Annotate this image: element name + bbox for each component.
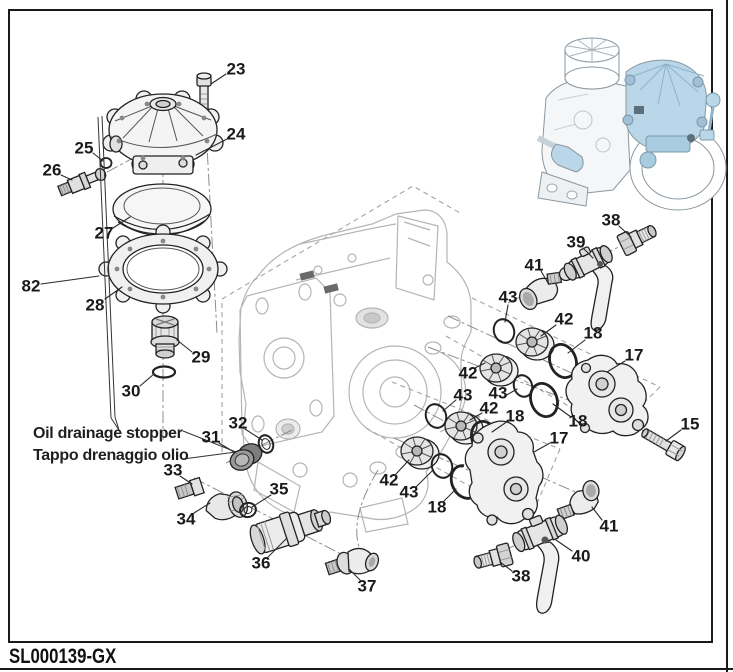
callout-17: 17 bbox=[625, 346, 644, 365]
leader-lines bbox=[40, 73, 682, 581]
part-elbow-34 bbox=[205, 491, 249, 521]
callout-31: 31 bbox=[202, 428, 221, 447]
part-plug-31 bbox=[229, 443, 263, 471]
callout-43: 43 bbox=[499, 288, 518, 307]
callout-23: 23 bbox=[227, 60, 246, 79]
callout-40: 40 bbox=[572, 547, 591, 566]
crankcase-ghost bbox=[238, 209, 472, 533]
callout-28: 28 bbox=[86, 296, 105, 315]
part-rod-82 bbox=[97, 115, 120, 431]
part-valve-cover-17-lower bbox=[464, 420, 544, 526]
callout-43: 43 bbox=[454, 386, 473, 405]
callout-15: 15 bbox=[681, 415, 700, 434]
part-valve-body-36 bbox=[249, 509, 332, 555]
callout-35: 35 bbox=[270, 480, 289, 499]
part-elbow-41-lower bbox=[556, 480, 600, 521]
callout-38: 38 bbox=[512, 567, 531, 586]
part-elbow-41-upper bbox=[518, 271, 563, 311]
callout-33: 33 bbox=[164, 461, 183, 480]
callout-43: 43 bbox=[489, 384, 508, 403]
callout-18: 18 bbox=[569, 412, 588, 431]
part-elbow-37 bbox=[324, 547, 380, 576]
oil-note-en: Oil drainage stopper bbox=[33, 425, 183, 442]
part-cover-24 bbox=[102, 90, 224, 175]
part-oring-30 bbox=[151, 365, 177, 379]
part-fitting-38-lower bbox=[473, 542, 514, 569]
callout-25: 25 bbox=[75, 139, 94, 158]
callout-24: 24 bbox=[227, 125, 246, 144]
callout-18: 18 bbox=[428, 498, 447, 517]
valve-cage-42d bbox=[400, 436, 440, 470]
callout-36: 36 bbox=[252, 554, 271, 573]
part-oring-25 bbox=[99, 157, 113, 169]
callout-26: 26 bbox=[43, 161, 62, 180]
callout-43: 43 bbox=[400, 483, 419, 502]
callout-29: 29 bbox=[192, 348, 211, 367]
part-tap-40 bbox=[512, 514, 569, 614]
part-ring-28 bbox=[98, 224, 228, 314]
callout-18: 18 bbox=[506, 407, 525, 426]
part-plug-29 bbox=[150, 315, 180, 359]
pump-thumbnail bbox=[536, 37, 727, 211]
callout-27: 27 bbox=[95, 224, 114, 243]
part-bolt-23 bbox=[196, 72, 212, 124]
callout-34: 34 bbox=[177, 510, 196, 529]
callout-37: 37 bbox=[358, 577, 377, 596]
callout-39: 39 bbox=[567, 233, 586, 252]
part-barb-33 bbox=[174, 476, 205, 500]
part-bolt-15 bbox=[641, 428, 686, 462]
part-fitting-38-upper bbox=[616, 224, 657, 256]
figure-code: SL000139-GX bbox=[9, 645, 117, 668]
callout-32: 32 bbox=[229, 414, 248, 433]
valve-cage-42b bbox=[479, 353, 519, 387]
callout-41: 41 bbox=[525, 256, 544, 275]
callout-30: 30 bbox=[122, 382, 141, 401]
callout-42: 42 bbox=[555, 310, 574, 329]
oil-drainage-note: Oil drainage stopper Tappo drenaggio oli… bbox=[33, 425, 189, 464]
part-valve-cover-17-upper bbox=[565, 354, 649, 437]
callout-18: 18 bbox=[584, 324, 603, 343]
part-tap-39 bbox=[558, 245, 614, 332]
oil-note-it: Tappo drenaggio olio bbox=[33, 447, 189, 464]
callout-42: 42 bbox=[459, 364, 478, 383]
callout-41: 41 bbox=[600, 517, 619, 536]
part-washer-35 bbox=[239, 501, 257, 519]
valve-cage-42a bbox=[515, 327, 555, 361]
callout-17: 17 bbox=[550, 429, 569, 448]
callout-42: 42 bbox=[380, 471, 399, 490]
valve-cages-and-rings bbox=[400, 318, 578, 500]
callout-82: 82 bbox=[22, 277, 41, 296]
callout-38: 38 bbox=[602, 211, 621, 230]
callout-numbers: 23 24 25 26 27 28 29 30 82 31 32 33 34 35 36 37 38 39 41 43… bbox=[22, 60, 700, 596]
part-ring-32 bbox=[257, 434, 275, 454]
callout-42: 42 bbox=[480, 399, 499, 418]
